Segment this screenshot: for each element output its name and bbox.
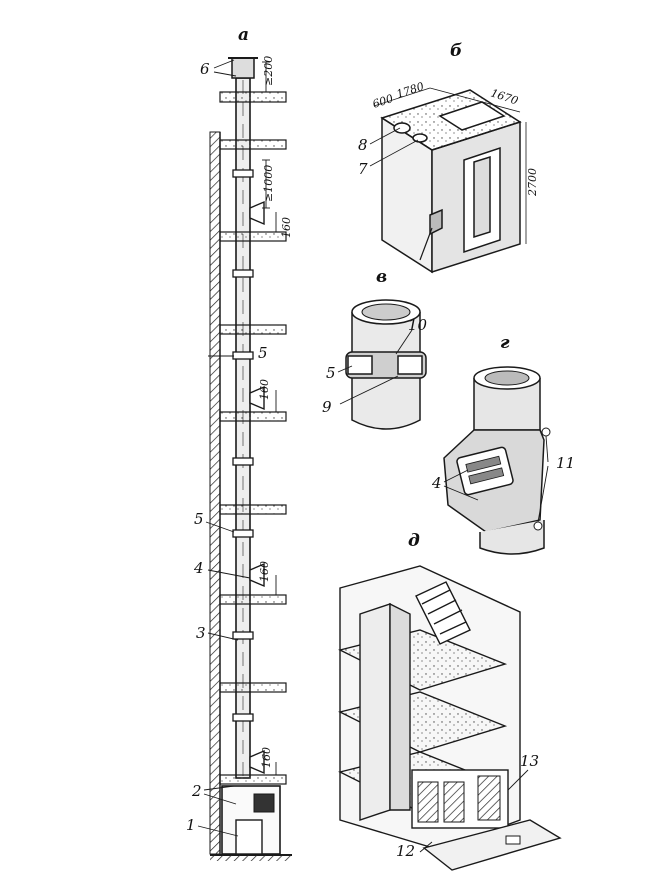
panel-letter-b: б — [450, 41, 462, 61]
staircase — [415, 581, 471, 645]
chute-pipe — [235, 77, 251, 779]
roof-slab — [219, 91, 287, 103]
panel-b-bin-chamber — [369, 87, 527, 274]
callout-4-valve: 4 — [431, 474, 442, 492]
building-wall — [209, 131, 221, 855]
entrance-ramp — [422, 819, 562, 871]
callout-12: 12 — [396, 842, 415, 860]
callout-5-lower: 5 — [194, 510, 204, 528]
callout-7: 7 — [358, 160, 368, 178]
dim-floor-offset-4: 160 — [260, 747, 273, 768]
leader-lines-a — [197, 59, 251, 837]
callout-4: 4 — [193, 559, 204, 577]
panel-letters: а б в г д — [238, 25, 510, 551]
dimension-labels: ≥200 ≥1000 160 160 160 160 600 1780 1670… — [258, 56, 539, 768]
callout-11: 11 — [556, 454, 575, 472]
panel-d-building-cutaway — [337, 565, 562, 871]
callout-3: 3 — [196, 624, 206, 642]
callout-13: 13 — [520, 752, 539, 770]
gate-block — [253, 793, 275, 813]
dim-top-clearance: ≥200 — [262, 56, 275, 86]
dim-floor-offset-3: 160 — [258, 561, 271, 582]
leader-lines-g — [443, 435, 549, 523]
panel-a-chute-section — [197, 57, 292, 861]
dim-floor-offset-2: 160 — [258, 379, 271, 400]
dimension-lines — [262, 61, 277, 775]
clamp-plate — [347, 355, 373, 375]
callout-numbers: 6 5 5 4 3 2 1 8 7 10 5 9 4 11 13 12 — [186, 60, 575, 860]
panel-letter-g: г — [500, 333, 510, 353]
pipe-couplings — [232, 169, 254, 722]
chamber-opening-8 — [393, 122, 411, 134]
callout-10: 10 — [408, 316, 428, 334]
dim-chamber-height: 2700 — [526, 168, 539, 197]
panel-letter-v: в — [376, 267, 387, 287]
dim-opening-spacing: ≥1000 — [262, 165, 275, 202]
panel-letter-a: а — [238, 25, 249, 45]
dim-chamber-length: 1780 — [395, 80, 426, 101]
leader-lines-d — [419, 769, 529, 853]
callout-1: 1 — [186, 816, 196, 834]
collection-bin — [235, 819, 263, 855]
loading-valves — [249, 200, 265, 775]
callout-6: 6 — [200, 60, 210, 78]
chute-head-cap — [231, 57, 255, 79]
callout-9: 9 — [322, 398, 332, 416]
leader-lines-v — [337, 329, 413, 405]
callout-5-joint: 5 — [326, 364, 336, 382]
panel-g-loading-valve — [443, 366, 551, 555]
valve-lower-pipe — [479, 520, 545, 555]
floor-slabs — [219, 139, 287, 785]
panel-letter-d: д — [408, 531, 420, 551]
callout-5-upper: 5 — [258, 344, 268, 362]
chute-shaft-block — [359, 602, 411, 821]
chamber-opening-7 — [412, 133, 428, 143]
callout-2: 2 — [191, 782, 202, 800]
container-bins — [417, 775, 501, 823]
panel-v-pipe-joint — [337, 299, 427, 430]
dim-floor-offset-1: 160 — [280, 217, 293, 238]
callout-8: 8 — [358, 136, 368, 154]
dim-chamber-side: 600 — [371, 92, 395, 111]
